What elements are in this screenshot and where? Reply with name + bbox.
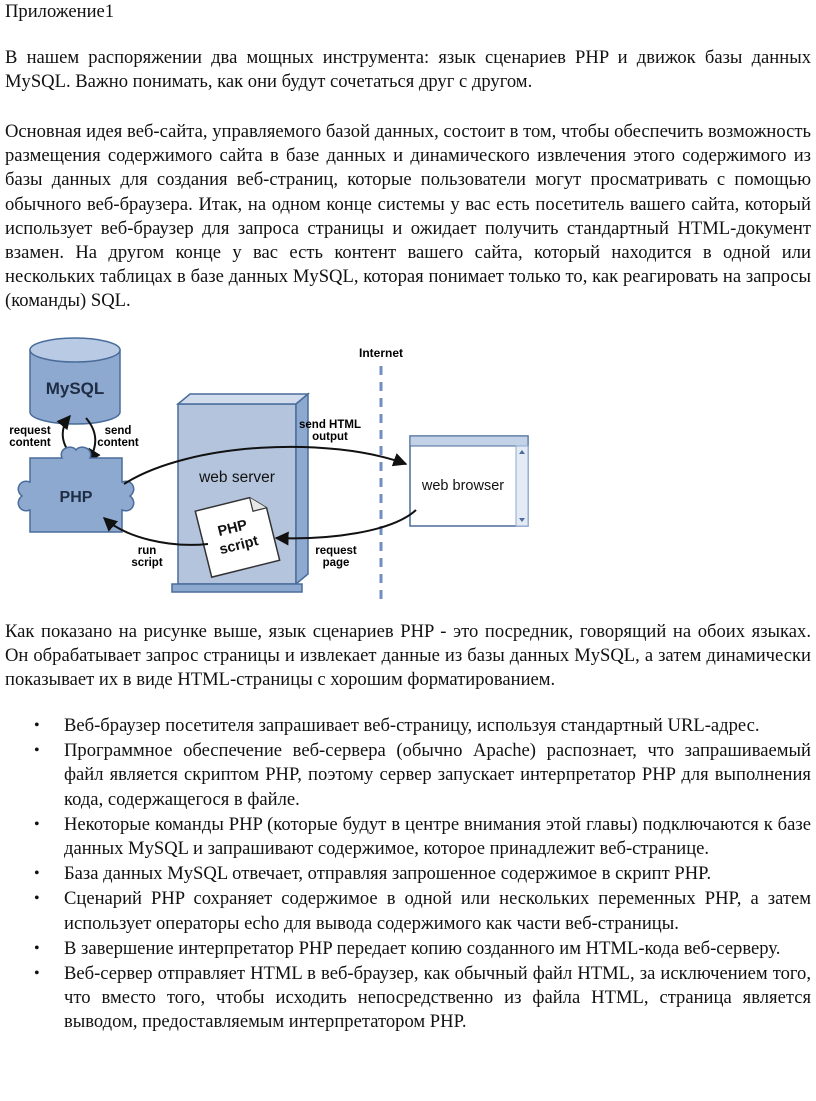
- send-content-label-line1: send: [105, 425, 132, 437]
- main-idea-paragraph: Основная идея веб-сайта, управляемого ба…: [5, 121, 811, 312]
- web-browser-icon: web browser: [409, 435, 529, 527]
- list-item-text: База данных MySQL отвечает, отправляя за…: [64, 863, 712, 885]
- php-mysql-diagram: MySQL request content send content PHP w…: [9, 337, 529, 602]
- php-label: PHP: [60, 489, 93, 506]
- bullet-icon: •: [34, 742, 40, 760]
- request-page-arrow: [274, 509, 417, 546]
- list-item-text: Веб-сервер отправляет HTML в веб-браузер…: [64, 963, 811, 1033]
- bullet-icon: •: [34, 717, 40, 734]
- bullet-icon: •: [34, 890, 40, 908]
- list-item: • Программное обеспечение веб-сервера (об…: [0, 739, 811, 812]
- web-server-label: web server: [198, 469, 275, 486]
- list-item-text: В завершение интерпретатор PHP передает …: [64, 937, 781, 959]
- mysql-label: MySQL: [46, 379, 105, 398]
- request-content-label-line2: content: [9, 437, 51, 449]
- send-html-label-line2: output: [312, 431, 348, 443]
- list-item: • В завершение интерпретатор PHP передает…: [0, 937, 811, 961]
- bullet-icon: •: [34, 965, 40, 983]
- web-server-icon: web server: [171, 392, 311, 593]
- request-page-label-line1: request: [315, 545, 357, 557]
- list-item: • Сценарий PHP сохраняет содержимое в одн…: [0, 887, 811, 935]
- list-item: • Веб-сервер отправляет HTML в веб-браузе…: [0, 962, 811, 1035]
- run-script-label-line1: run: [138, 545, 157, 557]
- run-script-label-line2: script: [131, 557, 162, 569]
- list-item: • База данных MySQL отвечает, отправляя з…: [0, 862, 811, 886]
- send-html-label-line1: send HTML: [299, 419, 361, 431]
- request-page-label-line2: page: [323, 557, 350, 569]
- request-content-label-line1: request: [9, 425, 51, 437]
- list-item-text: Программное обеспечение веб-сервера (обы…: [64, 740, 811, 810]
- send-content-label-line2: content: [97, 437, 139, 449]
- document-title: Приложение1: [5, 1, 115, 22]
- steps-list: • Веб-браузер посетителя запрашивает веб-…: [0, 714, 811, 1036]
- list-item: • Некоторые команды PHP (которые будут в …: [0, 813, 811, 861]
- internet-label: Internet: [359, 346, 403, 360]
- list-item-text: Некоторые команды PHP (которые будут в ц…: [64, 813, 811, 860]
- bullet-icon: •: [34, 865, 40, 883]
- mysql-database-icon: MySQL: [29, 337, 121, 425]
- php-puzzle-icon: PHP: [17, 446, 135, 533]
- bullet-icon: •: [34, 939, 40, 957]
- explanation-paragraph: Как показано на рисунке выше, язык сцена…: [5, 621, 811, 691]
- list-item-text: Веб-браузер посетителя запрашивает веб-с…: [64, 715, 760, 736]
- bullet-icon: •: [34, 815, 40, 833]
- php-script-icon: PHP script: [194, 496, 281, 579]
- send-html-output-arrow: [123, 445, 408, 485]
- list-item-text: Сценарий PHP сохраняет содержимое в одно…: [64, 888, 811, 934]
- intro-paragraph: В нашем распоряжении два мощных инструме…: [5, 47, 811, 93]
- list-item: • Веб-браузер посетителя запрашивает веб-…: [0, 714, 811, 738]
- web-browser-label: web browser: [421, 478, 504, 494]
- run-script-arrow: [102, 517, 209, 546]
- php-script-label-line1: PHP: [216, 517, 249, 540]
